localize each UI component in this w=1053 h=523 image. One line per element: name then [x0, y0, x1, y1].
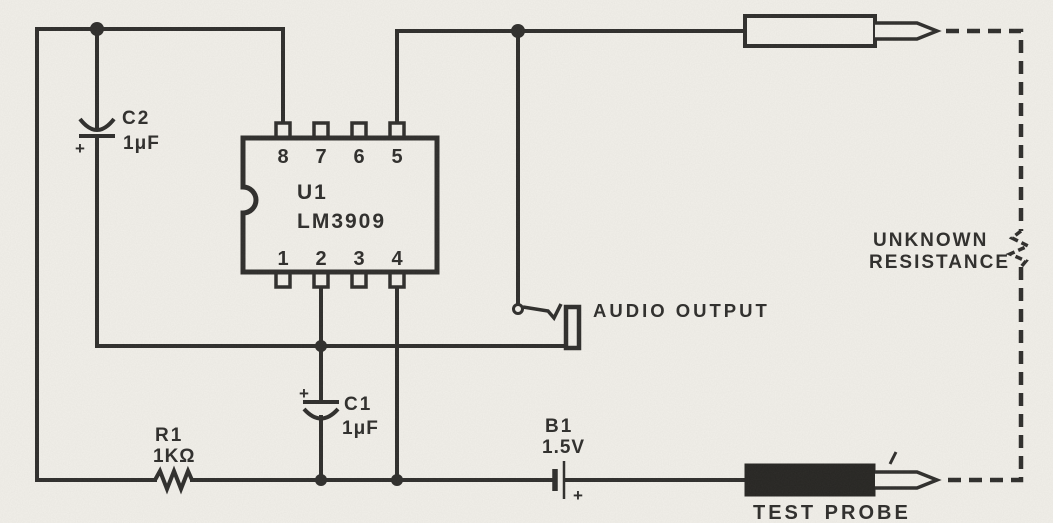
ic-pin1-number: 1 — [277, 248, 288, 270]
c2-ref-label: C2 — [122, 108, 150, 129]
ic-pin8-number: 8 — [277, 146, 288, 168]
top-probe-body — [743, 14, 877, 48]
audio-output-label: AUDIO OUTPUT — [593, 300, 770, 321]
b1-value-label: 1.5V — [542, 437, 585, 458]
ic-pin4-number: 4 — [391, 248, 403, 270]
test-probe-tip — [875, 470, 942, 490]
c2-polarity-mark: + — [75, 139, 85, 158]
ic-pin7-number: 7 — [315, 146, 326, 168]
b1-ref-label: B1 — [545, 416, 573, 437]
junction-dot — [315, 474, 327, 486]
jack-terminal-circle — [512, 303, 524, 315]
ic-ref-label: U1 — [297, 181, 328, 204]
b1-polarity-mark: + — [573, 486, 583, 505]
ic-u1: 8 7 6 5 1 2 3 4 U1 LM3909 — [240, 121, 440, 289]
ic-pin3-number: 3 — [353, 248, 364, 270]
junction-dot — [90, 22, 104, 36]
c1-value-label: 1μF — [342, 418, 379, 439]
junction-dot — [315, 340, 327, 352]
unknown-resistance-label-line2: RESISTANCE — [869, 252, 1010, 273]
unknown-resistance-label-line1: UNKNOWN — [873, 230, 988, 251]
r1-value-label: 1KΩ — [153, 446, 196, 467]
ic-part-label: LM3909 — [297, 210, 386, 233]
jack-sleeve — [563, 304, 582, 351]
ic-pin5-number: 5 — [391, 146, 402, 168]
c1-ref-label: C1 — [344, 394, 372, 415]
junction-dot — [511, 24, 525, 38]
c2-value-label: 1μF — [123, 133, 160, 154]
top-probe-tip — [875, 21, 942, 41]
r1-ref-label: R1 — [155, 425, 183, 446]
ic-pin2-number: 2 — [315, 248, 326, 270]
ic-pin6-number: 6 — [353, 146, 364, 168]
ic-body — [240, 135, 440, 275]
test-probe-body — [744, 463, 876, 497]
test-probe-label: TEST PROBE — [753, 502, 911, 523]
junction-dot — [391, 474, 403, 486]
